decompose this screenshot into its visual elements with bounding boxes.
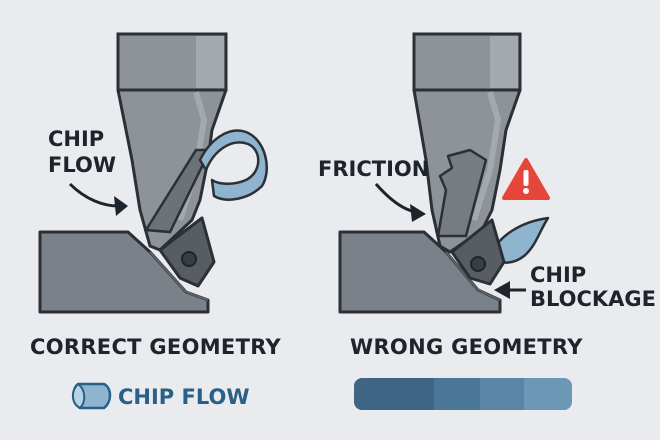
chip-blockage-callout-line1: CHIP — [530, 263, 586, 287]
chip-flow-legend-label: CHIP FLOW — [118, 385, 250, 409]
insert-screw-right — [470, 256, 486, 272]
correct-geometry-illustration — [38, 32, 268, 314]
chip-flow-callout-line2: FLOW — [48, 153, 116, 177]
insert-screw-left — [181, 251, 197, 267]
blocked-chip — [490, 216, 550, 264]
cutting-insert-right — [450, 218, 506, 286]
correct-geometry-caption: CORRECT GEOMETRY — [30, 335, 282, 359]
chip-flow-arrow — [68, 182, 119, 208]
color-gradient-bar — [354, 378, 572, 410]
tool-flute-right — [436, 148, 488, 238]
friction-arrow — [374, 183, 417, 214]
friction-callout: FRICTION — [318, 157, 429, 181]
wrong-geometry-illustration — [338, 32, 550, 314]
chip-curl-left — [198, 129, 268, 201]
warning-triangle-icon — [502, 158, 550, 200]
chip-blockage-callout-line2: BLOCKAGE — [530, 287, 656, 311]
wrong-geometry-caption: WRONG GEOMETRY — [350, 335, 583, 359]
chip-flow-callout-line1: CHIP — [48, 127, 104, 151]
chip-curl-icon — [72, 382, 112, 410]
tool-body-left — [116, 88, 228, 252]
